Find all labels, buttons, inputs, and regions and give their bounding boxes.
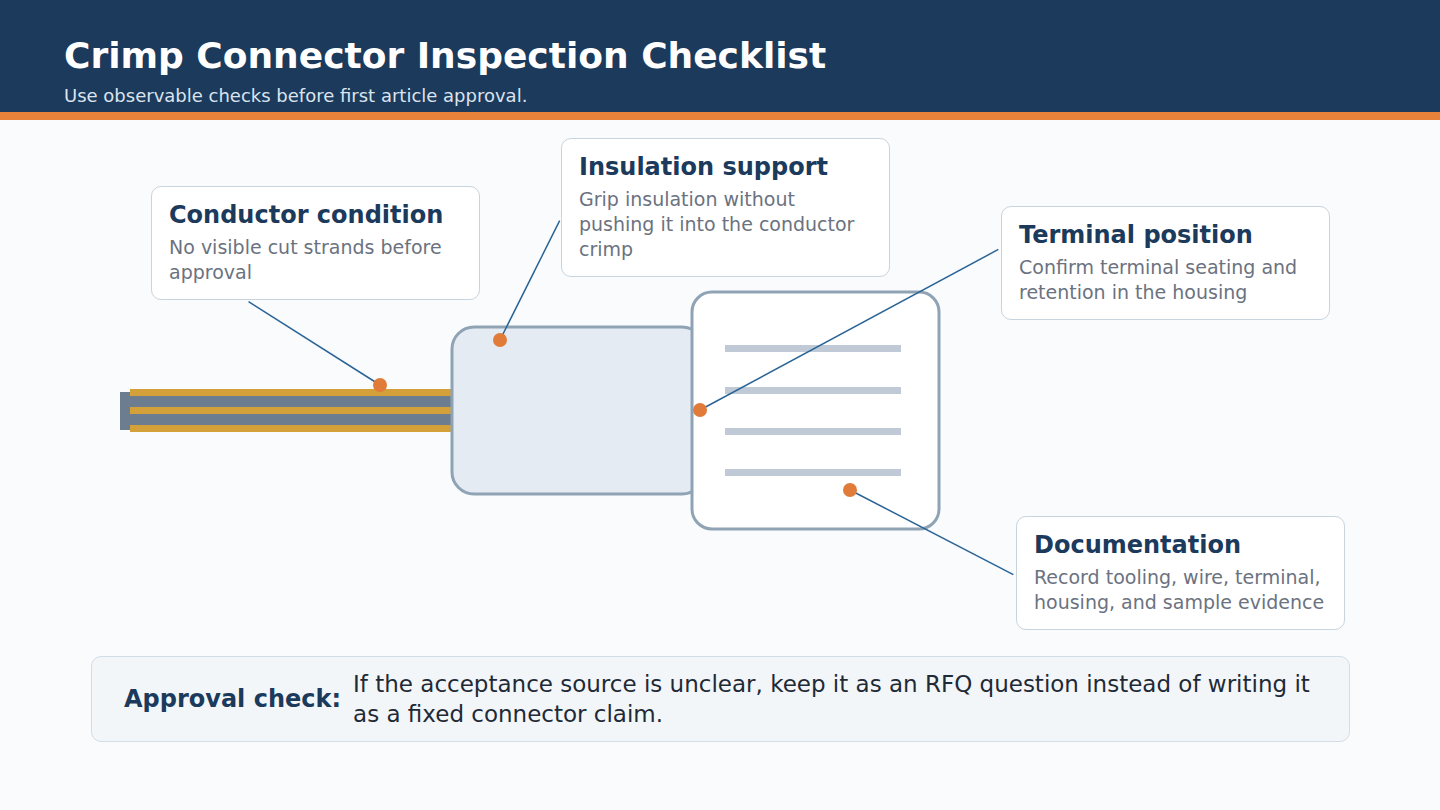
leader-line (249, 302, 380, 385)
callout-body: If the acceptance source is unclear, kee… (353, 669, 1325, 729)
callout-box: Conductor condition No visible cut strand… (151, 186, 480, 300)
wire-core (130, 394, 452, 430)
callout-body: Record tooling, wire, terminal, housing,… (1034, 565, 1328, 615)
callout-dot (493, 333, 507, 347)
callout-heading: Conductor condition (169, 199, 463, 231)
approval-band: Approval check: If the acceptance source … (91, 656, 1350, 742)
callout-heading: Approval check: (124, 684, 341, 714)
subtitle: Use observable checks before first artic… (64, 84, 527, 108)
wire (120, 389, 452, 432)
callout-body: No visible cut strands before approval (169, 235, 463, 285)
leader-line (500, 221, 560, 340)
callout-box: Terminal positionConfirm terminal seatin… (1001, 206, 1330, 320)
callout-dot (373, 378, 387, 392)
slot (725, 387, 901, 394)
leader-line (850, 490, 1013, 575)
slot (725, 428, 901, 435)
strand (130, 407, 452, 414)
slot (725, 469, 901, 476)
page-title: Crimp Connector Inspection Checklist (64, 34, 826, 78)
strand (130, 425, 452, 432)
accent-stripe (0, 112, 1440, 120)
housing-slots (725, 345, 901, 476)
slot (725, 345, 901, 352)
crimp-barrel (452, 327, 704, 494)
callout-box: Insulation supportGrip insulation withou… (561, 138, 890, 277)
callout-box: DocumentationRecord tooling, wire, termi… (1016, 516, 1345, 630)
housing (692, 292, 939, 529)
header-bar (0, 0, 1440, 112)
callout-dot (693, 403, 707, 417)
callout-heading: Documentation (1034, 529, 1328, 561)
callout-heading: Insulation support (579, 151, 873, 183)
callout-body: Confirm terminal seating and retention i… (1019, 255, 1313, 305)
callout-heading: Terminal position (1019, 219, 1313, 251)
callout-body: Grip insulation without pushing it into … (579, 187, 873, 262)
callout-dot (843, 483, 857, 497)
strand (130, 389, 452, 396)
